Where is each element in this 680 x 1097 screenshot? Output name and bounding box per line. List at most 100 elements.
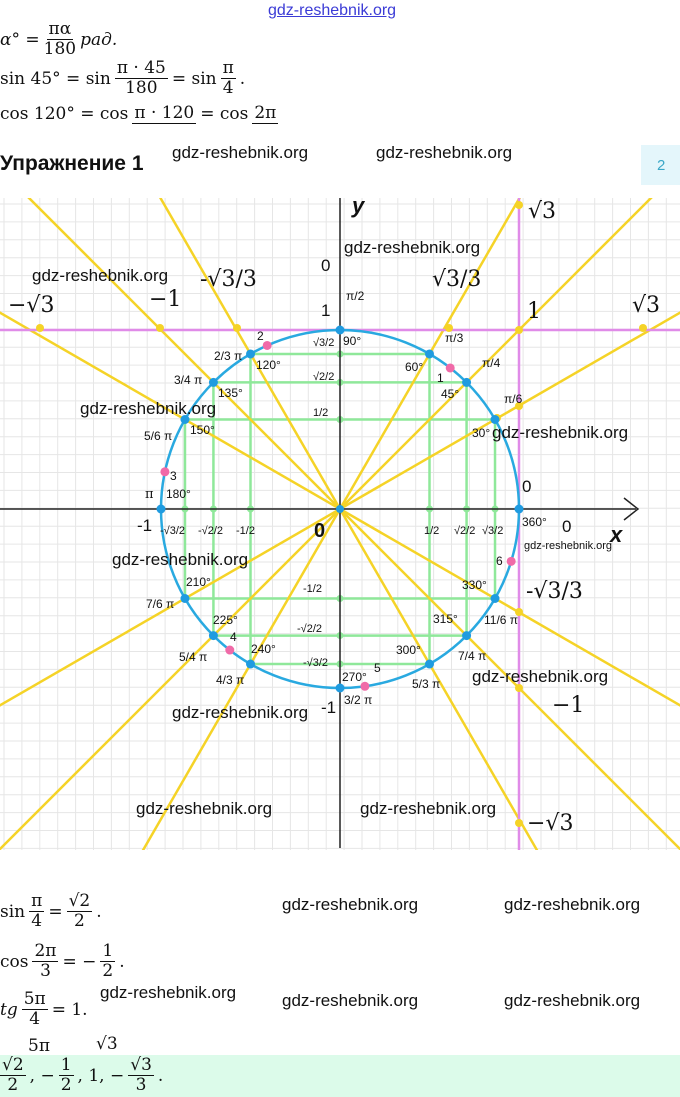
formula-text: . [239,68,246,89]
fraction-label: π/4 [482,356,501,370]
marked-point-5 [360,681,370,691]
watermark: gdz-reshebnik.org [172,703,309,722]
fraction-label: √3/2 [482,525,503,537]
angle-point-45 [462,377,472,387]
denominator: 2 [73,911,85,931]
fraction-label: -1/2 [236,525,255,537]
tangent-value-point [515,608,523,616]
fraction-label: √2/2 [313,371,334,383]
axis-value-label: 90° [343,334,361,348]
fraction-label: -√3/2 [303,657,328,669]
formula-text: . [119,951,125,972]
numerator: 5π [21,989,48,1010]
fraction-label: -1/2 [303,583,322,595]
angle-point-30 [490,415,500,424]
tangent-value-point [515,201,523,209]
numerator: 2π [32,941,59,962]
marked-point-3 [160,467,170,477]
axis-value-label: 135° [218,386,243,400]
formula-text: tg [0,999,18,1020]
fraction-label: π/3 [445,331,464,345]
fraction-label: 3/4 π [174,373,202,387]
marked-point-number: 2 [257,329,264,343]
formula-text: = [48,901,63,922]
angle-point-210 [180,594,190,603]
axis-value-label: 300° [396,643,421,657]
fraction-label: π/2 [346,289,365,303]
axis-value-label: 240° [251,642,276,656]
angle-point-240 [246,659,255,669]
fraction: 2π [252,104,279,124]
tangent-value-label: −1 [149,287,181,312]
watermark: gdz-reshebnik.org [80,399,217,418]
watermark-link[interactable]: gdz-reshebnik.org [268,2,397,19]
watermark: gdz-reshebnik.org [492,423,629,442]
watermark: gdz-reshebnik.org [32,266,169,285]
tangent-value-label: √3 [528,199,556,224]
watermark: gdz-reshebnik.org [282,991,419,1010]
separator: . [157,1065,164,1086]
numerator: π · 45 [114,58,168,79]
exercise-title: Упражнение 1 [0,152,144,175]
fraction-label: √3/2 [313,337,334,349]
axis-value-label: 120° [256,358,281,372]
denominator: 180 [43,39,77,59]
axis-value-label: 150° [190,423,215,437]
formula-text: рад. [80,29,118,50]
axis-value-label: 60° [405,360,423,374]
axis-value-label: 0 [321,256,330,275]
angle-point-330 [490,594,500,603]
axis-value-label: 45° [441,387,459,401]
watermark: gdz-reshebnik.org [100,983,237,1002]
tangent-value-point [515,819,523,827]
watermark: gdz-reshebnik.org [360,799,497,818]
x-axis-arrow-icon [623,497,640,521]
tangent-value-point [233,324,241,332]
tangent-value-point [639,324,647,332]
formula-text: cos [0,951,29,972]
x-axis-label: x [609,522,623,547]
tangent-value-label: 1 [527,299,541,324]
axis-value-label: 210° [186,575,211,589]
formula-cos120: cos 120° = cos π · 120 = cos 2π [0,104,279,124]
axis-value-label: 330° [462,578,487,592]
denominator: 2 [102,961,114,981]
axis-value-label: -1 [321,698,336,717]
denominator: 4 [31,911,43,931]
tangent-value-label: π [145,487,154,502]
watermark: gdz-reshebnik.org [524,540,613,552]
denominator: 2 [60,1075,72,1095]
tangent-value-label: −√3 [8,293,54,318]
y-axis-label: y [351,193,366,218]
angle-point-225 [208,631,218,641]
numerator: 1 [58,1055,74,1076]
marked-point-6 [506,556,516,566]
tangent-value-label: √3 [632,293,660,318]
angle-point-270 [335,683,345,693]
marked-point-number: 5 [374,661,381,675]
axis-value-label: 1 [321,301,330,320]
axis-value-label: 180° [166,487,191,501]
marked-point-1 [445,363,455,373]
axis-value-label: 0 [314,520,325,542]
denominator: 3 [40,961,51,981]
denominator: 180 [125,78,158,98]
marked-point-2 [262,340,272,350]
fraction-label: 7/6 π [146,597,174,611]
formula-text: = sin [171,68,217,89]
tangent-value-label: −√3 [527,811,573,836]
formula-text: = cos [200,104,249,124]
numerator: √2 [66,891,93,912]
tangent-value-point [515,402,523,410]
page-badge[interactable]: 2 [641,145,680,185]
